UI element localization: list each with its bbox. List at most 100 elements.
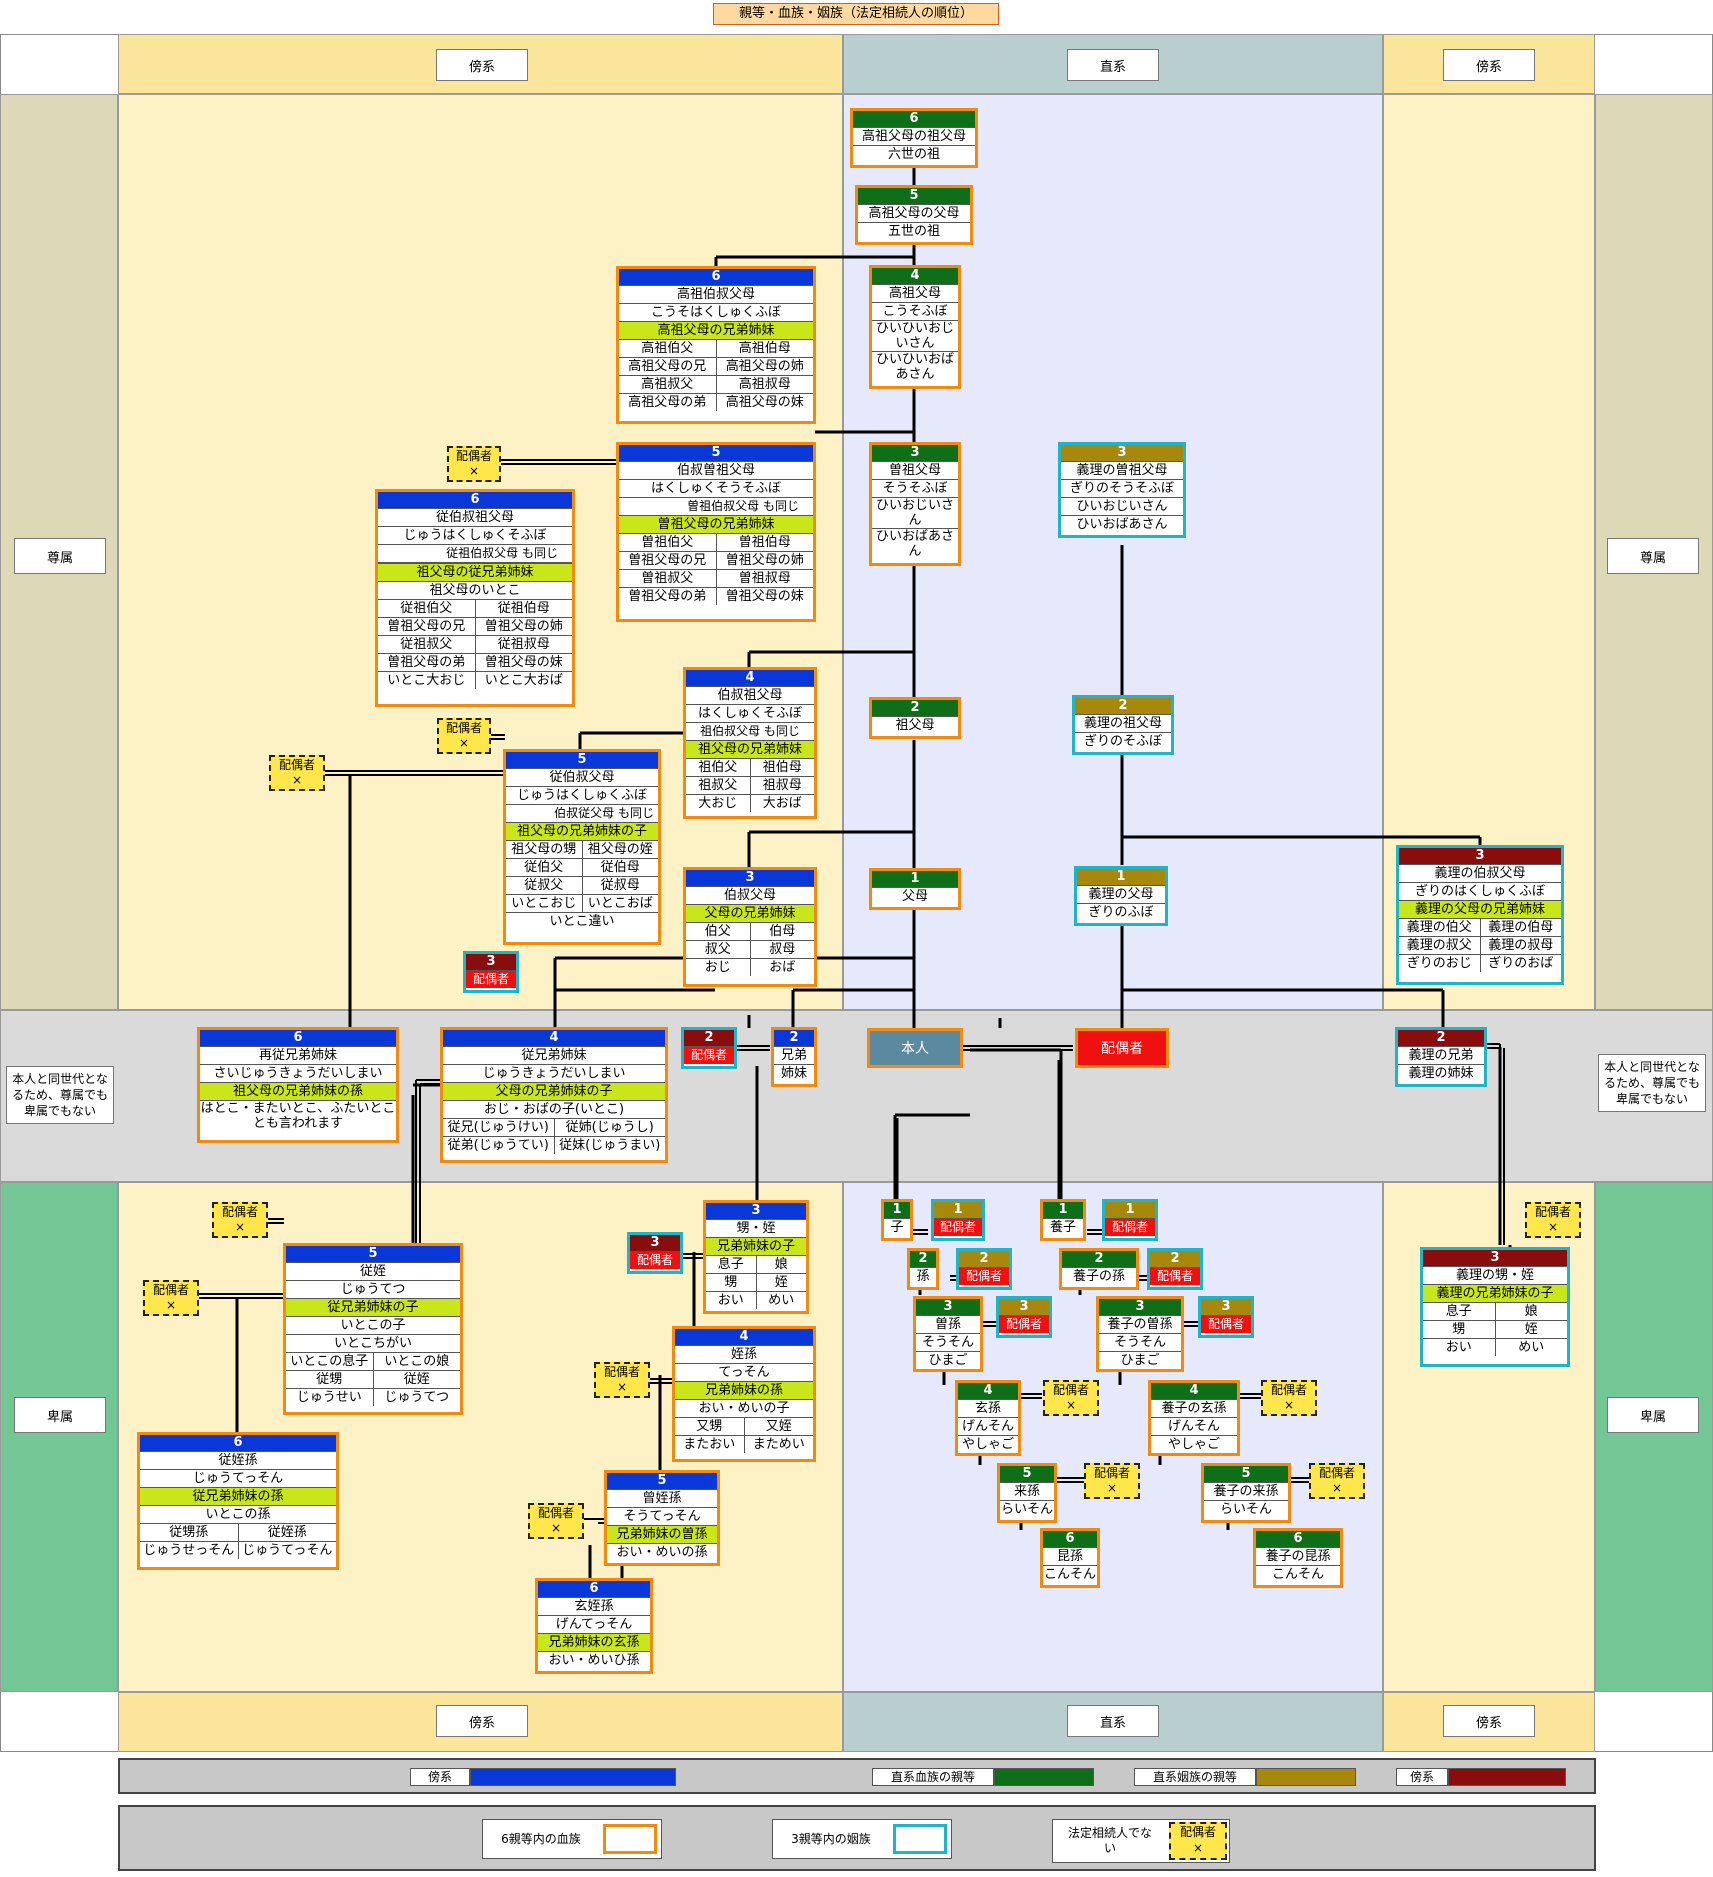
card-g2-lineal[interactable]: 2 祖父母 (869, 697, 961, 739)
spouse-not-heir[interactable]: 配偶者× (437, 718, 491, 754)
card-inlaw-sibling[interactable]: 2 義理の兄弟 義理の姉妹 (1395, 1027, 1487, 1087)
pair-left: 義理の叔父 (1406, 938, 1472, 953)
card-great-grand-uncle[interactable]: 5 伯叔曽祖父母 はくしゅくそうそふぼ 曽祖伯叔父母 も同じ 曽祖父母の兄弟姉妹… (616, 442, 816, 622)
card-great-grandchild-spouse[interactable]: 3 配偶者 (996, 1296, 1052, 1338)
spouse-not-heir[interactable]: 配偶者× (212, 1202, 268, 1238)
card-row: おい・めいひ孫 (538, 1651, 650, 1669)
spouse-not-heir[interactable]: 配偶者× (528, 1503, 584, 1539)
degree-badge: 6 (1256, 1531, 1340, 1547)
spouse-not-heir[interactable]: 配偶者× (143, 1280, 199, 1316)
card-adopted-gg-grandchild[interactable]: 4 養子の玄孫 げんそん やしゃご (1148, 1380, 1240, 1456)
card-child[interactable]: 1 子 (881, 1199, 913, 1241)
card-cousin[interactable]: 4 従兄弟姉妹 じゅうきょうだいしまい 父母の兄弟姉妹の子 おじ・おばの子(いと… (440, 1027, 668, 1163)
spouse-not-heir[interactable]: 配偶者× (594, 1362, 650, 1398)
card-child-spouse[interactable]: 1 配偶者 (931, 1199, 985, 1241)
degree-badge: 2 (1075, 698, 1171, 714)
card-grandniece[interactable]: 4 姪孫 てっそん 兄弟姉妹の孫 おい・めいの子 又甥又姪 またおいまためい (672, 1326, 816, 1462)
legend-item: 3親等内の姻族 (772, 1819, 952, 1859)
card-pair: 従兄(じゅうけい)従姉(じゅうし) (443, 1118, 665, 1136)
card-cousin-grandchild[interactable]: 6 従姪孫 じゅうてっそん 従兄弟姉妹の孫 いとこの孫 従甥孫従姪孫 じゅうせっ… (137, 1432, 339, 1570)
card-g3-lineal[interactable]: 3 曽祖父母 そうそふぼ ひいおじいさん ひいおばあさん (869, 442, 961, 566)
card-inlaw-great-grandparents[interactable]: 3 義理の曽祖父母 ぎりのそうそふぼ ひいおじいさん ひいおばあさん (1058, 442, 1186, 538)
card-cousin-child[interactable]: 5 従姪 じゅうてつ 従兄弟姉妹の子 いとこの子 いとこちがい いとこの息子いと… (283, 1243, 463, 1415)
pair-left: 従弟(じゅうてい) (447, 1138, 549, 1153)
spouse-label: 配偶者 (445, 721, 482, 735)
card-row: 伯叔父母 (686, 886, 814, 904)
spouse-node[interactable]: 配偶者 (1075, 1028, 1169, 1068)
card-g1-lineal[interactable]: 1 父母 (869, 868, 961, 910)
card-grandchild-spouse[interactable]: 2 配偶者 (956, 1248, 1012, 1290)
card-adopted-ggg-grandchild[interactable]: 5 養子の来孫 らいそん (1201, 1463, 1291, 1523)
card-row: 従兄弟姉妹 (443, 1046, 665, 1064)
card-adopted-gggg-grandchild[interactable]: 6 養子の昆孫 こんそん (1253, 1528, 1343, 1588)
spouse-not-heir[interactable]: 配偶者× (1309, 1463, 1365, 1499)
card-row: おい・めいの孫 (607, 1543, 717, 1561)
card-great-great-grandniece[interactable]: 6 玄姪孫 げんてっそん 兄弟姉妹の玄孫 おい・めいひ孫 (535, 1578, 653, 1674)
card-uncle-spouse[interactable]: 3 配偶者 (463, 951, 519, 993)
card-row: こんそん (1043, 1565, 1097, 1582)
card-adopted-child[interactable]: 1 養子 (1040, 1199, 1086, 1241)
card-row: そうそん (1099, 1333, 1181, 1351)
card-sibling-spouse[interactable]: 2 配偶者 (681, 1027, 737, 1069)
card-gg-grandchild[interactable]: 4 玄孫 げんそん やしゃご (955, 1380, 1021, 1456)
spouse-not-heir[interactable]: 配偶者× (1261, 1380, 1317, 1416)
cross-icon: × (1065, 1398, 1077, 1412)
card-row: 祖伯叔父母 も同じ (686, 722, 814, 740)
card-row: こんそん (1256, 1565, 1340, 1583)
card-inlaw-uncle-aunt[interactable]: 3 義理の伯叔父母 ぎりのはくしゅくふぼ 義理の父母の兄弟姉妹 義理の伯父義理の… (1396, 845, 1564, 985)
degree-badge: 6 (853, 111, 975, 127)
card-g5-lineal[interactable]: 5 高祖父母の父母 五世の祖 (855, 185, 973, 245)
card-adopted-great-grandchild-spouse[interactable]: 3 配偶者 (1198, 1296, 1254, 1338)
card-inlaw-parents[interactable]: 1 義理の父母 ぎりのふぼ (1074, 866, 1168, 926)
card-sibling[interactable]: 2 兄弟 姉妹 (771, 1027, 817, 1087)
degree-badge: 3 (1099, 1299, 1181, 1315)
card-grandparent-sibling[interactable]: 4 伯叔祖父母 はくしゅくそふぼ 祖伯叔父母 も同じ 祖父母の兄弟姉妹 祖伯父祖… (683, 667, 817, 819)
spouse-not-heir[interactable]: 配偶者× (269, 755, 325, 791)
card-nephew-spouse[interactable]: 3 配偶者 (627, 1232, 683, 1274)
card-parent-cousin[interactable]: 5 従伯叔父母 じゅうはくしゅくふぼ 伯叔従父母 も同じ 祖父母の兄弟姉妹の子 … (503, 749, 661, 945)
label-ascendant-right: 尊属 (1607, 538, 1699, 574)
card-gggg-grandchild[interactable]: 6 昆孫 こんそん (1040, 1528, 1100, 1588)
card-adopted-grandchild-spouse[interactable]: 2 配偶者 (1147, 1248, 1203, 1290)
degree-badge: 2 (684, 1030, 734, 1046)
card-pair: 曽祖父母の弟曽祖父母の妹 (378, 653, 572, 671)
card-g4-lineal[interactable]: 4 高祖父母 こうそふぼ ひいひいおじいさん ひいひいおばあさん (869, 265, 961, 389)
degree-badge: 3 (706, 1203, 806, 1219)
degree-badge: 5 (858, 188, 970, 204)
degree-badge: 5 (1204, 1466, 1288, 1482)
spouse-not-heir[interactable]: 配偶者× (1043, 1380, 1099, 1416)
card-row: 曽孫 (916, 1315, 980, 1333)
self-node[interactable]: 本人 (867, 1028, 963, 1068)
spouse-label: 配偶者 (1270, 1383, 1307, 1397)
card-uncle-aunt[interactable]: 3 伯叔父母 父母の兄弟姉妹 伯父伯母 叔父叔母 おじおば (683, 867, 817, 987)
legend-swatch-orange-border (603, 1824, 657, 1854)
label-same-generation-right: 本人と同世代となるため、尊属でも卑属でもない (1598, 1054, 1706, 1112)
pair-left: 従兄(じゅうけい) (447, 1120, 549, 1135)
degree-badge: 2 (1398, 1030, 1484, 1046)
pair-right: 従妹(じゅうまい) (553, 1137, 666, 1154)
card-pair: おいめい (1423, 1338, 1567, 1356)
card-grandchild[interactable]: 2 孫 (907, 1248, 939, 1290)
card-adopted-grandchild[interactable]: 2 養子の孫 (1059, 1248, 1139, 1290)
card-great-grandchild[interactable]: 3 曽孫 そうそん ひまご (913, 1296, 983, 1372)
card-g6-lineal[interactable]: 6 高祖父母の祖父母 六世の祖 (850, 108, 978, 168)
spouse-not-heir[interactable]: 配偶者× (1525, 1202, 1581, 1238)
cross-icon: × (1192, 1841, 1204, 1855)
card-pair: 高祖叔父高祖叔母 (619, 375, 813, 393)
card-great-great-grand-uncle[interactable]: 6 高祖伯叔父母 こうそはくしゅくふぼ 高祖父母の兄弟姉妹 高祖伯父高祖伯母 高… (616, 266, 816, 424)
card-adopted-great-grandchild[interactable]: 3 養子の曽孫 そうそん ひまご (1096, 1296, 1184, 1372)
card-nephew-niece[interactable]: 3 甥・姪 兄弟姉妹の子 息子娘 甥姪 おいめい (703, 1200, 809, 1314)
card-great-grandniece[interactable]: 5 曾姪孫 そうてっそん 兄弟姉妹の曽孫 おい・めいの孫 (604, 1470, 720, 1566)
card-row: いとこの孫 (140, 1505, 336, 1523)
spouse-not-heir[interactable]: 配偶者× (1084, 1463, 1140, 1499)
card-row: 高祖父母 (872, 284, 958, 302)
pair-left: 曽祖父母の兄 (628, 553, 707, 568)
card-inlaw-grandparents[interactable]: 2 義理の祖父母 ぎりのそふぼ (1072, 695, 1174, 755)
card-ggg-grandchild[interactable]: 5 来孫 らいそん (997, 1463, 1057, 1523)
card-grandparent-cousin[interactable]: 6 従伯叔祖父母 じゅうはくしゅくそふぼ 従祖伯叔父母 も同じ 祖父母の従兄弟姉… (375, 489, 575, 707)
card-second-cousin[interactable]: 6 再従兄弟姉妹 さいじゅうきょうだいしまい 祖父母の兄弟姉妹の孫 はとこ・また… (197, 1027, 399, 1143)
card-row: 祖父母の兄弟姉妹 (686, 740, 814, 758)
spouse-not-heir[interactable]: 配偶者× (447, 446, 501, 482)
card-inlaw-nephew-niece[interactable]: 3 義理の甥・姪 義理の兄弟姉妹の子 息子娘 甥姪 おいめい (1420, 1247, 1570, 1367)
card-adopted-child-spouse[interactable]: 1 配偶者 (1102, 1199, 1158, 1241)
